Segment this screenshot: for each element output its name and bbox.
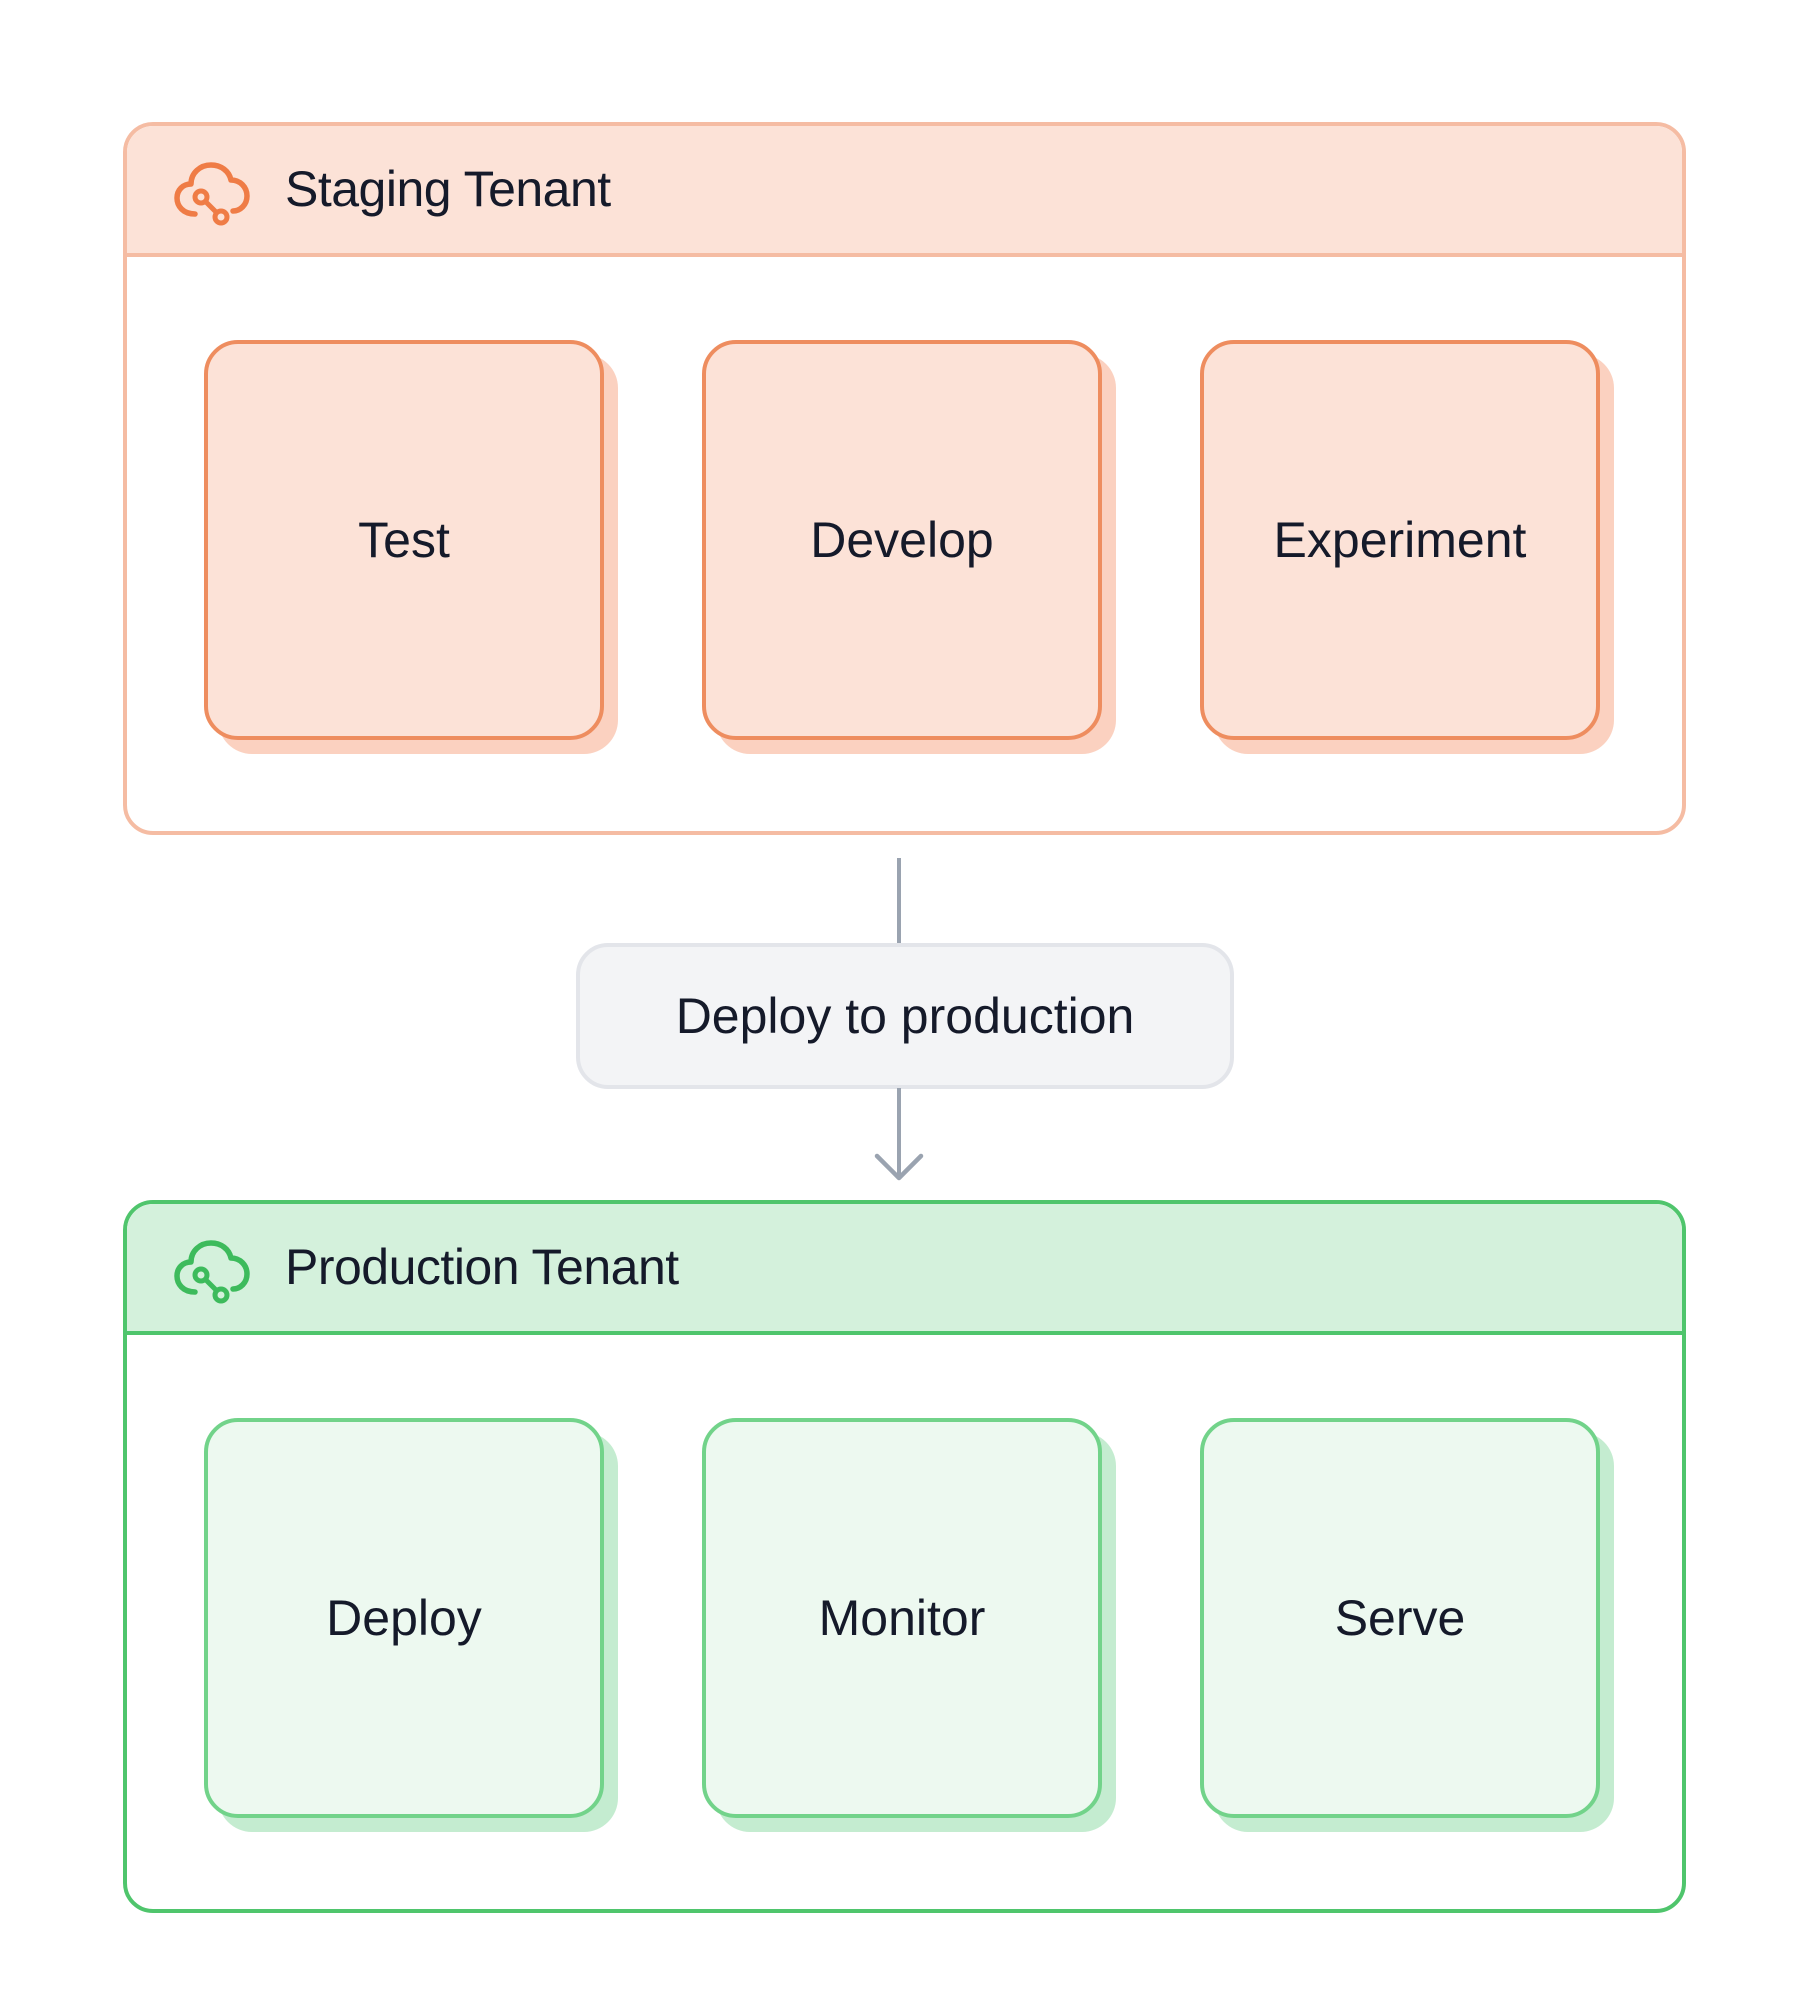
card-label: Develop (810, 512, 994, 568)
connector-line-top (897, 858, 901, 946)
deploy-to-production-pill: Deploy to production (576, 943, 1234, 1089)
card-test: Test (204, 340, 618, 754)
card-experiment: Experiment (1200, 340, 1614, 754)
connector-line-bottom (897, 1088, 901, 1176)
card-box: Serve (1200, 1418, 1600, 1818)
card-box: Develop (702, 340, 1102, 740)
card-box: Experiment (1200, 340, 1600, 740)
staging-tenant-title: Staging Tenant (285, 161, 611, 217)
card-label: Experiment (1273, 512, 1527, 568)
card-label: Monitor (818, 1590, 986, 1646)
arrow-down-icon (874, 1153, 924, 1181)
card-label: Test (358, 512, 450, 568)
card-develop: Develop (702, 340, 1116, 754)
production-tenant: Production Tenant Deploy Monitor Serve (123, 1200, 1686, 1913)
card-deploy: Deploy (204, 1418, 618, 1832)
card-label: Deploy (326, 1590, 482, 1646)
staging-tenant-header: Staging Tenant (127, 126, 1682, 257)
staging-tenant: Staging Tenant Test Develop Experiment (123, 122, 1686, 835)
card-serve: Serve (1200, 1418, 1614, 1832)
production-tenant-header: Production Tenant (127, 1204, 1682, 1335)
deploy-to-production-label: Deploy to production (675, 988, 1135, 1044)
card-box: Deploy (204, 1418, 604, 1818)
cloud-nodes-icon (174, 1240, 250, 1304)
cloud-nodes-icon (174, 162, 250, 226)
card-box: Monitor (702, 1418, 1102, 1818)
card-box: Test (204, 340, 604, 740)
production-tenant-title: Production Tenant (285, 1239, 679, 1295)
card-monitor: Monitor (702, 1418, 1116, 1832)
card-label: Serve (1334, 1590, 1466, 1646)
